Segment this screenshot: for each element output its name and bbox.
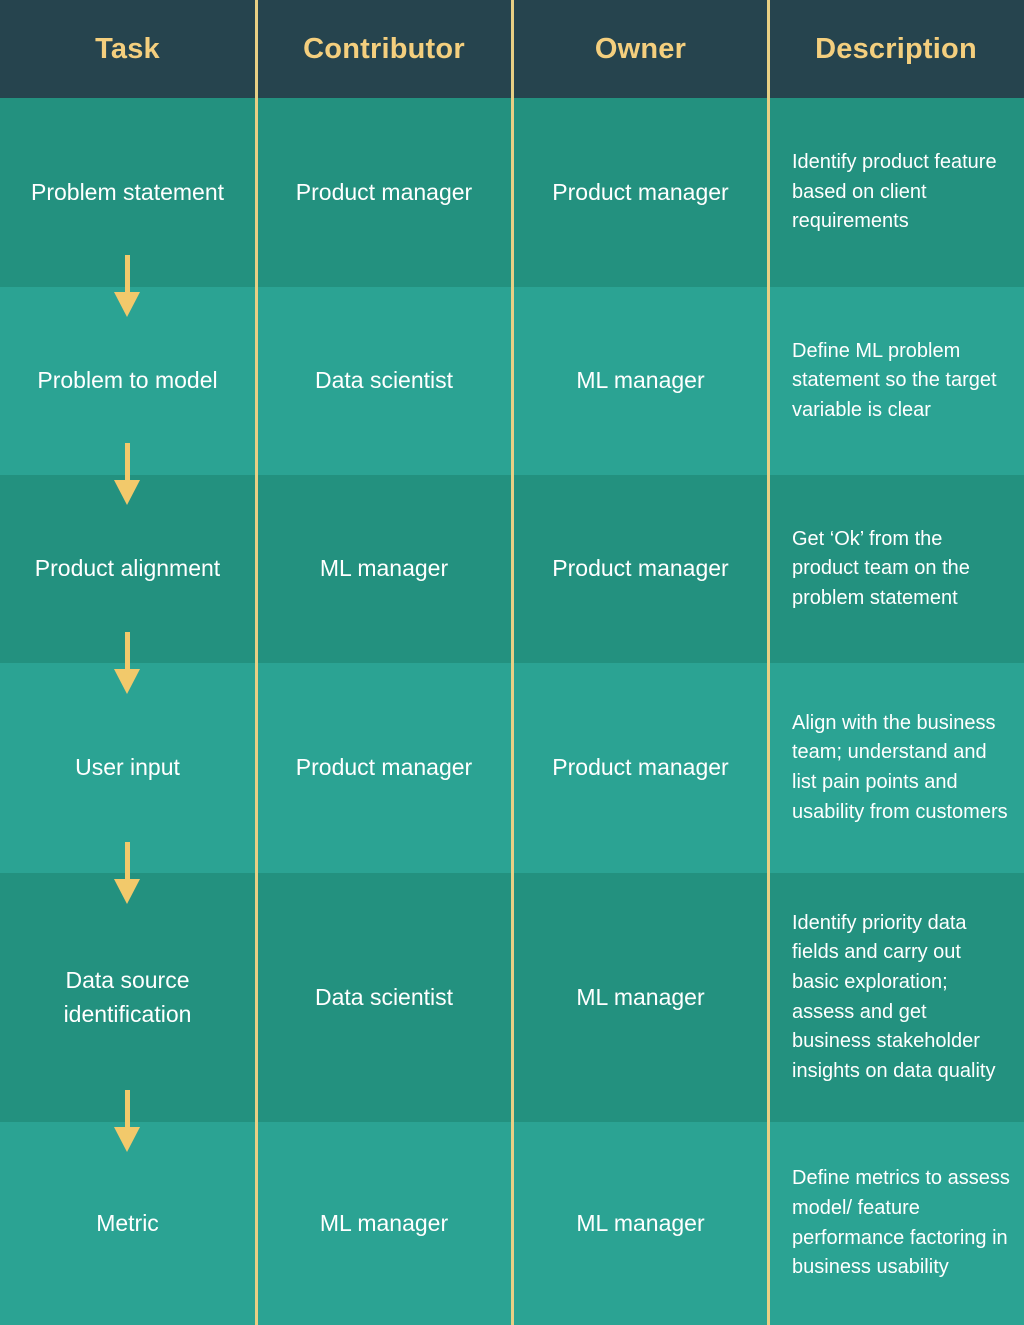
cell-contributor: Product manager (295, 754, 473, 781)
cell-contributor: Data scientist (314, 983, 454, 1010)
cell-description: Get ‘Ok’ from the product team on the pr… (792, 527, 970, 609)
cell-description: Define ML problem statement so the targe… (792, 339, 997, 421)
flow-arrow-icon (114, 632, 140, 694)
cell-description: Define metrics to assess model/ feature … (792, 1167, 1010, 1279)
column-header-owner: Owner (513, 0, 768, 98)
cell-description: Identify priority data fields and carry … (792, 911, 996, 1082)
flow-arrow-head (114, 1127, 140, 1152)
flow-arrow-head (114, 669, 140, 694)
cell-description: Identify product feature based on client… (792, 151, 997, 233)
column-divider-3 (767, 0, 770, 1325)
flow-arrow-shaft (125, 842, 130, 879)
flow-arrow-shaft (125, 1090, 130, 1127)
column-header-description-label: Description (815, 32, 977, 65)
column-header-owner-label: Owner (594, 32, 687, 65)
column-header-contributor-label: Contributor (303, 32, 465, 65)
cell-contributor: ML manager (319, 1209, 449, 1236)
cell-task: Product alignment (34, 555, 221, 582)
column-header-task-label: Task (95, 32, 160, 65)
flow-arrow-shaft (125, 443, 130, 480)
flow-arrow-head (114, 480, 140, 505)
flow-arrow-icon (114, 443, 140, 505)
cell-contributor: ML manager (319, 555, 449, 582)
cell-task: Problem to model (37, 367, 218, 394)
cell-owner: ML manager (576, 983, 705, 1010)
table-row: User input Product manager Product manag… (0, 663, 1024, 873)
flow-arrow-icon (114, 255, 140, 317)
column-header-description: Description (768, 0, 1024, 98)
cell-owner: Product manager (552, 754, 729, 781)
cell-contributor: Data scientist (314, 367, 454, 394)
flow-arrow-shaft (125, 255, 130, 292)
cell-task: User input (75, 754, 180, 781)
cell-owner: ML manager (576, 367, 705, 394)
cell-owner: Product manager (552, 555, 729, 582)
cell-owner: Product manager (552, 178, 729, 205)
cell-description: Align with the business team; understand… (792, 711, 1008, 823)
flow-arrow-icon (114, 1090, 140, 1152)
cell-task: Problem statement (30, 178, 225, 205)
column-divider-2 (511, 0, 514, 1325)
flow-arrow-head (114, 292, 140, 317)
column-divider-1 (255, 0, 258, 1325)
column-header-task: Task (0, 0, 255, 98)
flow-arrow-icon (114, 842, 140, 904)
flow-arrow-shaft (125, 632, 130, 669)
cell-task: Metric (96, 1209, 159, 1236)
flow-arrow-head (114, 879, 140, 904)
cell-owner: ML manager (576, 1209, 705, 1236)
column-header-contributor: Contributor (255, 0, 513, 98)
cell-contributor: Product manager (295, 178, 473, 205)
cell-task: Data source identification (63, 967, 192, 1027)
